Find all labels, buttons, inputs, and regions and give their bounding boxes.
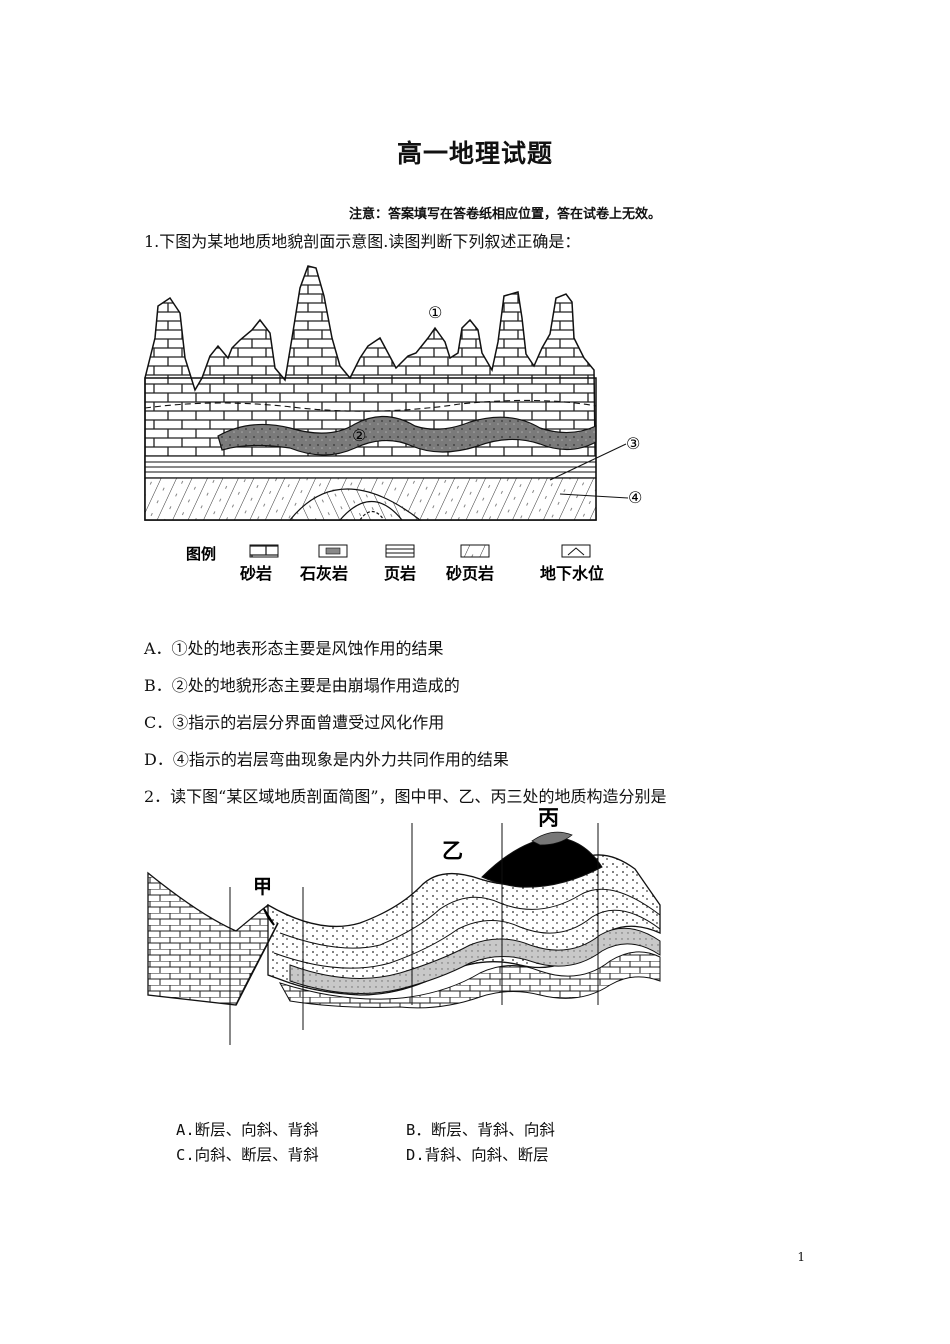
legend-sandy-shale: 砂页岩	[446, 564, 494, 583]
legend-water-table-swatch	[561, 544, 591, 558]
legend-sandstone: 砂岩	[240, 564, 272, 583]
question-1-stem: 1.下图为某地地质地貌剖面示意图.读图判断下列叙述正确是：	[144, 232, 581, 251]
geologic-section-figure: ① ② ③ ④ 图例 砂岩 石灰岩 页岩 砂页岩 地下水位	[144, 265, 642, 583]
q1-option-c: C．③指示的岩层分界面曾遭受过风化作用	[144, 713, 445, 732]
legend-shale: 页岩	[384, 564, 416, 583]
q1-option-d: D．④指示的岩层弯曲现象是内外力共同作用的结果	[144, 750, 509, 769]
legend-sandy-shale-swatch	[460, 544, 490, 558]
label-yi: 乙	[442, 839, 463, 863]
marker-2: ②	[352, 426, 366, 445]
label-bing: 丙	[538, 806, 559, 830]
label-jia: 甲	[253, 876, 272, 898]
marker-1: ①	[428, 303, 442, 322]
q1-option-b: B．②处的地貌形态主要是由崩塌作用造成的	[144, 676, 460, 695]
legend-shale-swatch	[385, 544, 415, 558]
regional-section-figure: 甲 乙 丙	[147, 806, 661, 1045]
notice-text: 注意：答案填写在答卷纸相应位置，答在试卷上无效。	[348, 207, 661, 222]
marker-4: ④	[628, 488, 642, 507]
legend-water-table: 地下水位	[540, 564, 604, 583]
q2-option-c: C.向斜、断层、背斜	[176, 1146, 319, 1164]
q1-option-a: A．①处的地表形态主要是风蚀作用的结果	[144, 639, 444, 658]
legend-title: 图例	[186, 545, 216, 563]
q2-option-b: B．断层、背斜、向斜	[406, 1121, 555, 1139]
q2-option-a: A.断层、向斜、背斜	[176, 1121, 319, 1139]
marker-3: ③	[626, 434, 640, 453]
question-2-stem: 2．读下图“某区域地质剖面简图”，图中甲、乙、丙三处的地质构造分别是	[144, 787, 667, 806]
page-number: 1	[797, 1250, 805, 1264]
legend-limestone: 石灰岩	[299, 564, 348, 583]
page-title: 高一地理试题	[396, 139, 553, 168]
legend-sandstone-swatch	[249, 544, 279, 558]
q2-option-d: D.背斜、向斜、断层	[406, 1146, 549, 1164]
